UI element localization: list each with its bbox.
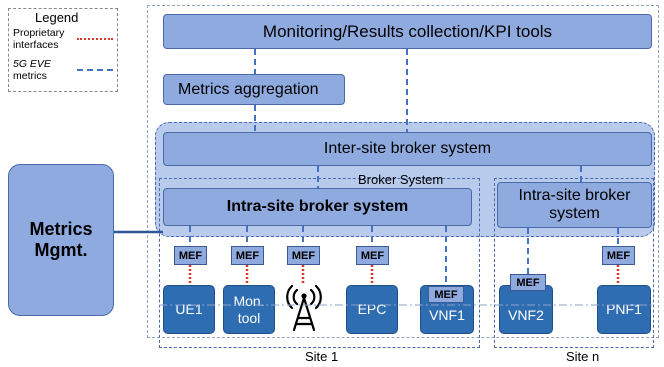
siten-box xyxy=(494,178,654,348)
vnf2-box: VNF2 xyxy=(499,285,553,334)
epc-box: EPC xyxy=(346,285,398,334)
site1-label: Site 1 xyxy=(305,349,339,364)
mef-antenna: MEF xyxy=(287,246,320,265)
legend-metrics-line xyxy=(77,69,113,71)
intra-site-broker-siten-box: Intra-site broker system xyxy=(497,182,652,228)
mef-pnf1: MEF xyxy=(602,246,635,265)
monitoring-results-box: Monitoring/Results collection/KPI tools xyxy=(163,14,652,49)
mon-tool-box: Mon. tool xyxy=(223,285,275,334)
antenna-tower-icon xyxy=(286,284,322,332)
mef-mon-tool: MEF xyxy=(231,246,264,265)
mef-ue1: MEF xyxy=(174,246,207,265)
mef-vnf2: MEF xyxy=(510,274,546,291)
mef-epc: MEF xyxy=(356,246,389,265)
site1-box xyxy=(159,178,480,348)
platform-boundary xyxy=(147,5,659,338)
ue1-box: UE1 xyxy=(163,285,215,334)
metrics-mgmt-box: Metrics Mgmt. xyxy=(8,164,114,316)
legend-title: Legend xyxy=(35,10,79,25)
inter-site-broker-box: Inter-site broker system xyxy=(163,132,652,166)
pnf1-box: PNF1 xyxy=(597,285,651,334)
intra-site-broker-site1-box: Intra-site broker system xyxy=(163,188,472,226)
mef-vnf1: MEF xyxy=(428,286,464,303)
siten-label: Site n xyxy=(566,349,600,364)
broker-system-label: Broker System xyxy=(358,172,444,187)
metrics-aggregation-box: Metrics aggregation xyxy=(163,74,345,105)
legend-proprietary-line xyxy=(77,38,113,40)
